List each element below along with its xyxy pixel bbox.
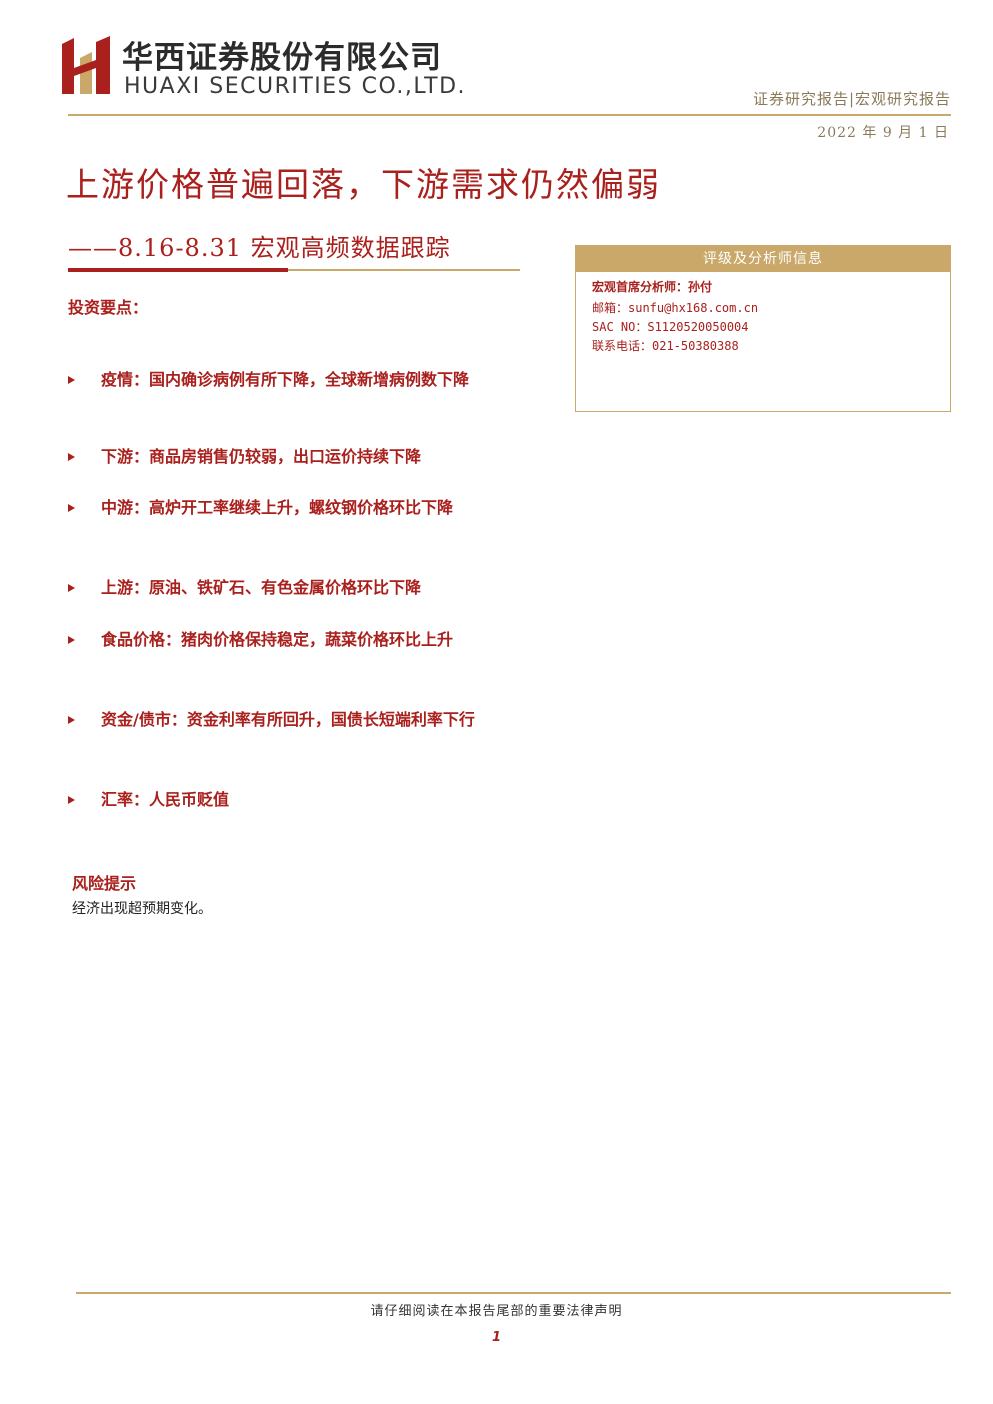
analyst-box-header: 评级及分析师信息 [576, 246, 950, 272]
page-number: 1 [491, 1330, 502, 1345]
key-point-text: 资金/债市：资金利率有所回升，国债长短端利率下行 [101, 710, 475, 729]
bullet-triangle-icon [68, 716, 75, 724]
key-point-item: 资金/债市：资金利率有所回升，国债长短端利率下行 [68, 706, 558, 733]
bullet-triangle-icon [68, 376, 75, 384]
report-title: 上游价格普遍回落，下游需求仍然偏弱 [66, 165, 661, 204]
key-point-text: 疫情：国内确诊病例有所下降，全球新增病例数下降 [101, 370, 470, 389]
key-point-item: 下游：商品房销售仍较弱，出口运价持续下降 [68, 443, 558, 470]
report-subtitle: ——8.16-8.31 宏观高频数据跟踪 [68, 234, 451, 262]
subtitle-underline-gold [288, 269, 520, 271]
key-point-item: 中游：高炉开工率继续上升，螺纹钢价格环比下降 [68, 494, 558, 521]
analyst-phone: 联系电话：021-50380388 [592, 339, 739, 353]
analyst-name-row: 宏观首席分析师：孙付 [592, 278, 712, 295]
risk-text: 经济出现超预期变化。 [72, 901, 212, 917]
bullet-triangle-icon [68, 636, 75, 644]
footer-divider [76, 1292, 951, 1294]
footer-legal-note: 请仔细阅读在本报告尾部的重要法律声明 [370, 1304, 623, 1319]
bullet-triangle-icon [68, 584, 75, 592]
bullet-triangle-icon [68, 453, 75, 461]
risk-heading: 风险提示 [72, 874, 137, 893]
company-logo: 华西证券股份有限公司 HUAXI SECURITIES CO.,LTD. [58, 30, 465, 110]
key-point-text: 汇率：人民币贬值 [101, 790, 230, 809]
key-point-item: 汇率：人民币贬值 [68, 786, 558, 813]
company-name-cn: 华西证券股份有限公司 [122, 40, 442, 76]
report-date: 2022 年 9 月 1 日 [817, 125, 949, 141]
analyst-email: 邮箱：sunfu@hx168.com.cn [592, 301, 759, 315]
header-divider [68, 114, 951, 116]
report-type-label: 证券研究报告|宏观研究报告 [752, 90, 951, 108]
huaxi-logo-icon [62, 36, 110, 94]
key-point-text: 中游：高炉开工率继续上升，螺纹钢价格环比下降 [101, 498, 454, 517]
analyst-info-box: 评级及分析师信息 宏观首席分析师：孙付 邮箱：sunfu@hx168.com.c… [575, 245, 951, 412]
key-point-item: 上游：原油、铁矿石、有色金属价格环比下降 [68, 574, 558, 601]
key-point-text: 上游：原油、铁矿石、有色金属价格环比下降 [101, 578, 422, 597]
key-points-heading: 投资要点： [68, 298, 149, 317]
key-point-item: 疫情：国内确诊病例有所下降，全球新增病例数下降 [68, 366, 558, 393]
key-point-text: 食品价格：猪肉价格保持稳定，蔬菜价格环比上升 [101, 630, 454, 649]
company-name-en: HUAXI SECURITIES CO.,LTD. [124, 74, 467, 99]
analyst-sac-number: SAC NO：S1120520050004 [592, 320, 749, 334]
key-point-text: 下游：商品房销售仍较弱，出口运价持续下降 [101, 447, 422, 466]
analyst-name: 孙付 [688, 280, 713, 294]
key-point-item: 食品价格：猪肉价格保持稳定，蔬菜价格环比上升 [68, 626, 558, 653]
bullet-triangle-icon [68, 796, 75, 804]
subtitle-underline-red [68, 268, 288, 272]
analyst-name-label: 宏观首席分析师： [592, 280, 689, 294]
bullet-triangle-icon [68, 504, 75, 512]
